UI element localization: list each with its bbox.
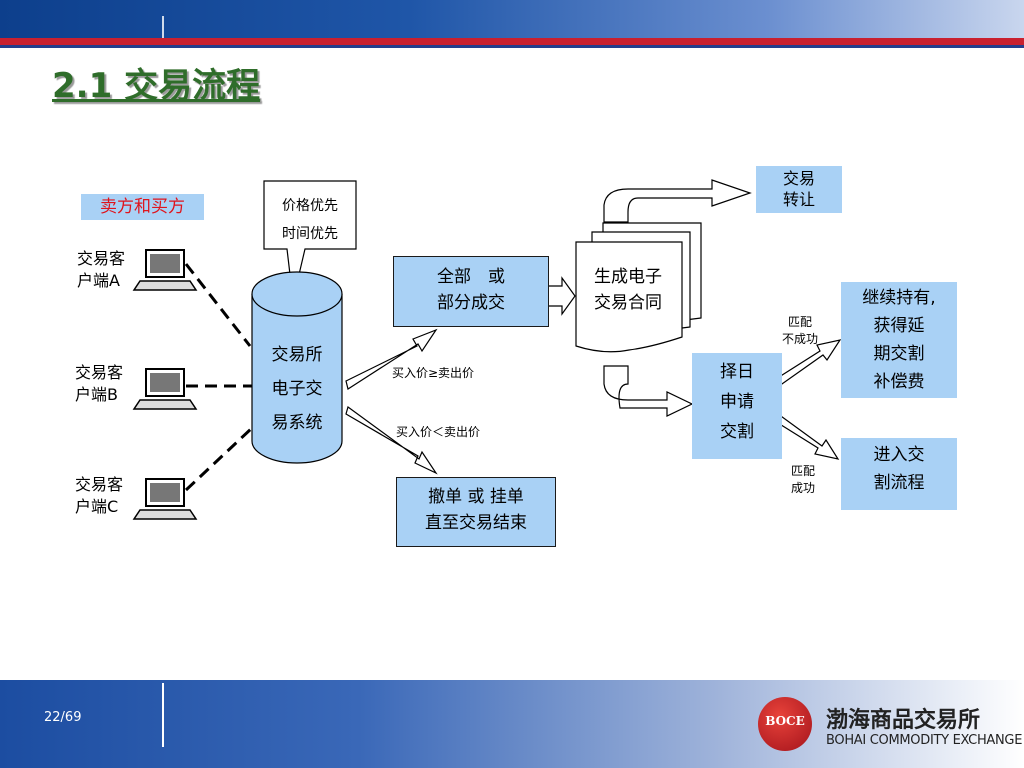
- footer-divider: [162, 683, 164, 747]
- callout-text: 价格优先 时间优先: [282, 198, 338, 242]
- arrow-to-delivery-request: [603, 365, 694, 417]
- continue-hold-box: 继续持有, 获得延 期交割 补偿费: [841, 282, 957, 398]
- condition-buy-ge-sell: 买入价≥卖出价: [392, 366, 475, 380]
- exchange-system-cylinder: [251, 271, 343, 464]
- match-fail-label: 匹配 不成功: [781, 315, 818, 346]
- client-b-label: 交易客 户端B: [75, 363, 124, 404]
- laptop-icon: [132, 368, 198, 410]
- client-c-link: [184, 426, 254, 492]
- full-partial-fill-box: 全部 或 部分成交: [393, 256, 549, 327]
- bottom-banner: [0, 680, 1024, 768]
- choose-date-delivery-box: 择日 申请 交割: [692, 353, 782, 459]
- condition-buy-lt-sell: 买入价＜卖出价: [396, 425, 481, 439]
- header-red-rule: [0, 38, 1024, 45]
- page-number: 22/69: [44, 710, 82, 725]
- client-c-label: 交易客 户端C: [75, 475, 124, 516]
- slide-title: 2.1 交易流程: [52, 66, 261, 106]
- contract-document: [575, 222, 702, 353]
- header-blue-rule: [0, 45, 1024, 48]
- client-a-label: 交易客 户端A: [77, 249, 126, 290]
- client-a-link: [184, 263, 252, 347]
- laptop-icon: [132, 478, 198, 520]
- top-banner: [0, 0, 1024, 38]
- arrow-to-cancel: [345, 406, 438, 475]
- cancel-or-hang-box: 撤单 或 挂单 直至交易结束: [396, 477, 556, 547]
- org-name-en: BOHAI COMMODITY EXCHANGE: [826, 733, 1023, 748]
- boce-logo-icon: BOCE: [758, 697, 812, 751]
- enter-delivery-box: 进入交 割流程: [841, 438, 957, 510]
- arrow-to-contract: [547, 276, 576, 316]
- org-name-cn: 渤海商品交易所: [826, 708, 981, 733]
- header-divider: [162, 16, 164, 38]
- transfer-box: 交易 转让: [756, 166, 842, 213]
- match-success-label: 匹配 成功: [790, 464, 815, 495]
- arrow-to-transfer: [603, 179, 752, 223]
- arrow-to-fill: [345, 328, 438, 390]
- seller-buyer-label: 卖方和买方: [81, 194, 204, 220]
- contract-label: 生成电子 交易合同: [594, 267, 662, 313]
- exchange-system-label: 交易所 电子交 易系统: [271, 345, 323, 433]
- arrow-to-delivery: [769, 410, 840, 460]
- laptop-icon: [132, 249, 198, 291]
